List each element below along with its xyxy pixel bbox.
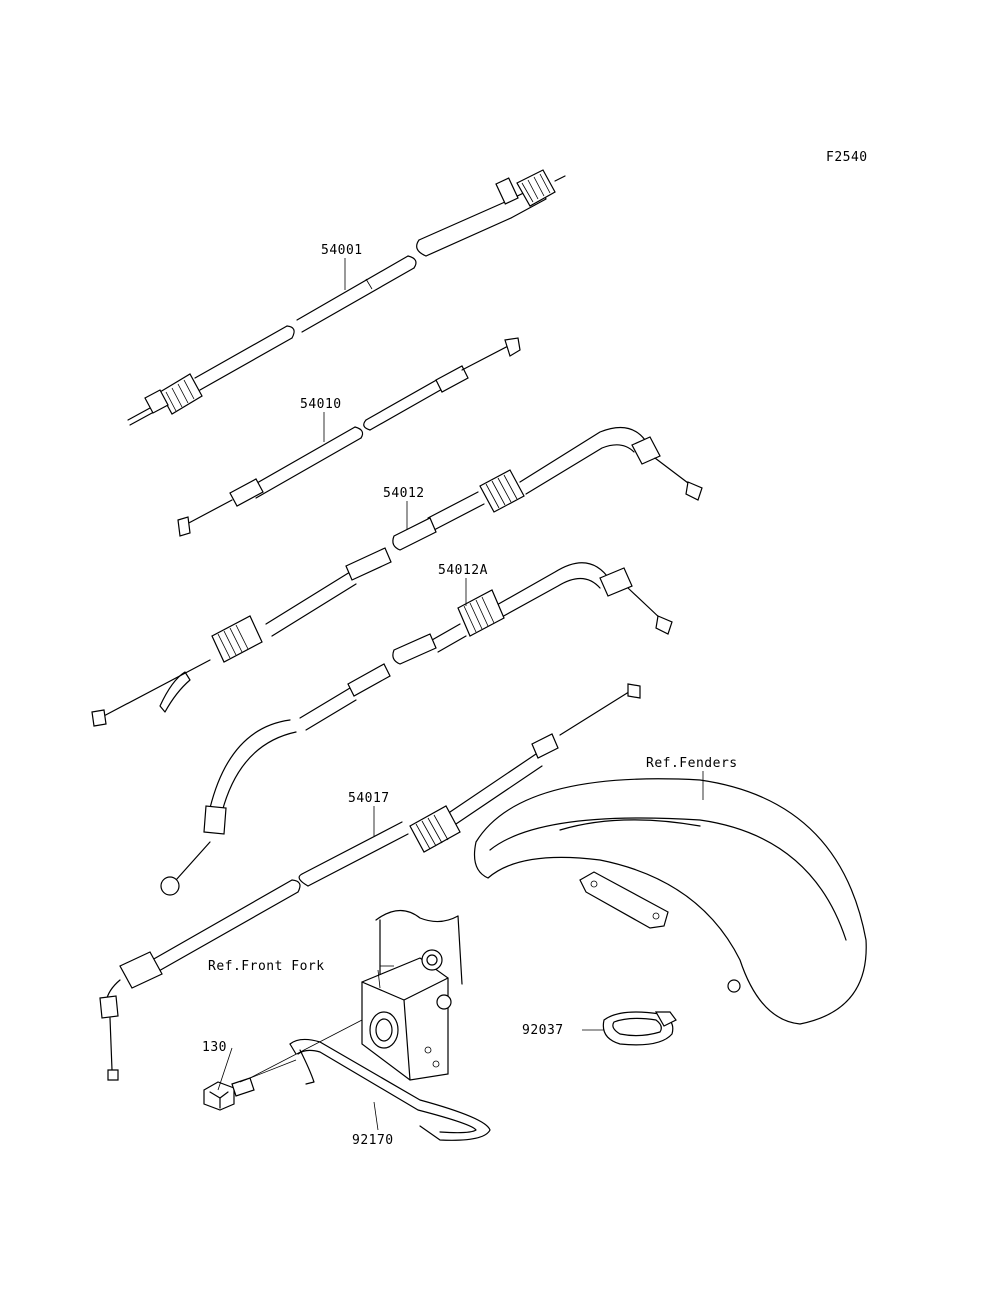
figure-code: F2540 bbox=[826, 150, 868, 165]
cable-54001 bbox=[127, 169, 566, 426]
part-label-130[interactable]: 130 bbox=[202, 1040, 227, 1055]
part-92037 bbox=[602, 1011, 677, 1046]
part-label-54001[interactable]: 54001 bbox=[321, 243, 363, 258]
leader-lines bbox=[217, 258, 704, 1131]
cable-54012 bbox=[91, 426, 703, 727]
ref-front-fork-label[interactable]: Ref.Front Fork bbox=[208, 959, 325, 974]
part-label-54012[interactable]: 54012 bbox=[383, 486, 425, 501]
ref-fenders-label[interactable]: Ref.Fenders bbox=[646, 756, 738, 771]
cable-54010 bbox=[177, 337, 521, 537]
front-fork-bracket bbox=[361, 909, 463, 1081]
part-label-92170[interactable]: 92170 bbox=[352, 1133, 394, 1148]
cable-54012A bbox=[160, 562, 673, 896]
cable-54017 bbox=[99, 683, 641, 1081]
front-fender bbox=[473, 778, 867, 1025]
part-label-54010[interactable]: 54010 bbox=[300, 397, 342, 412]
part-label-54012A[interactable]: 54012A bbox=[438, 563, 488, 578]
part-label-92037[interactable]: 92037 bbox=[522, 1023, 564, 1038]
part-92170 bbox=[289, 1038, 491, 1141]
part-130 bbox=[203, 1077, 255, 1111]
part-label-54017[interactable]: 54017 bbox=[348, 791, 390, 806]
